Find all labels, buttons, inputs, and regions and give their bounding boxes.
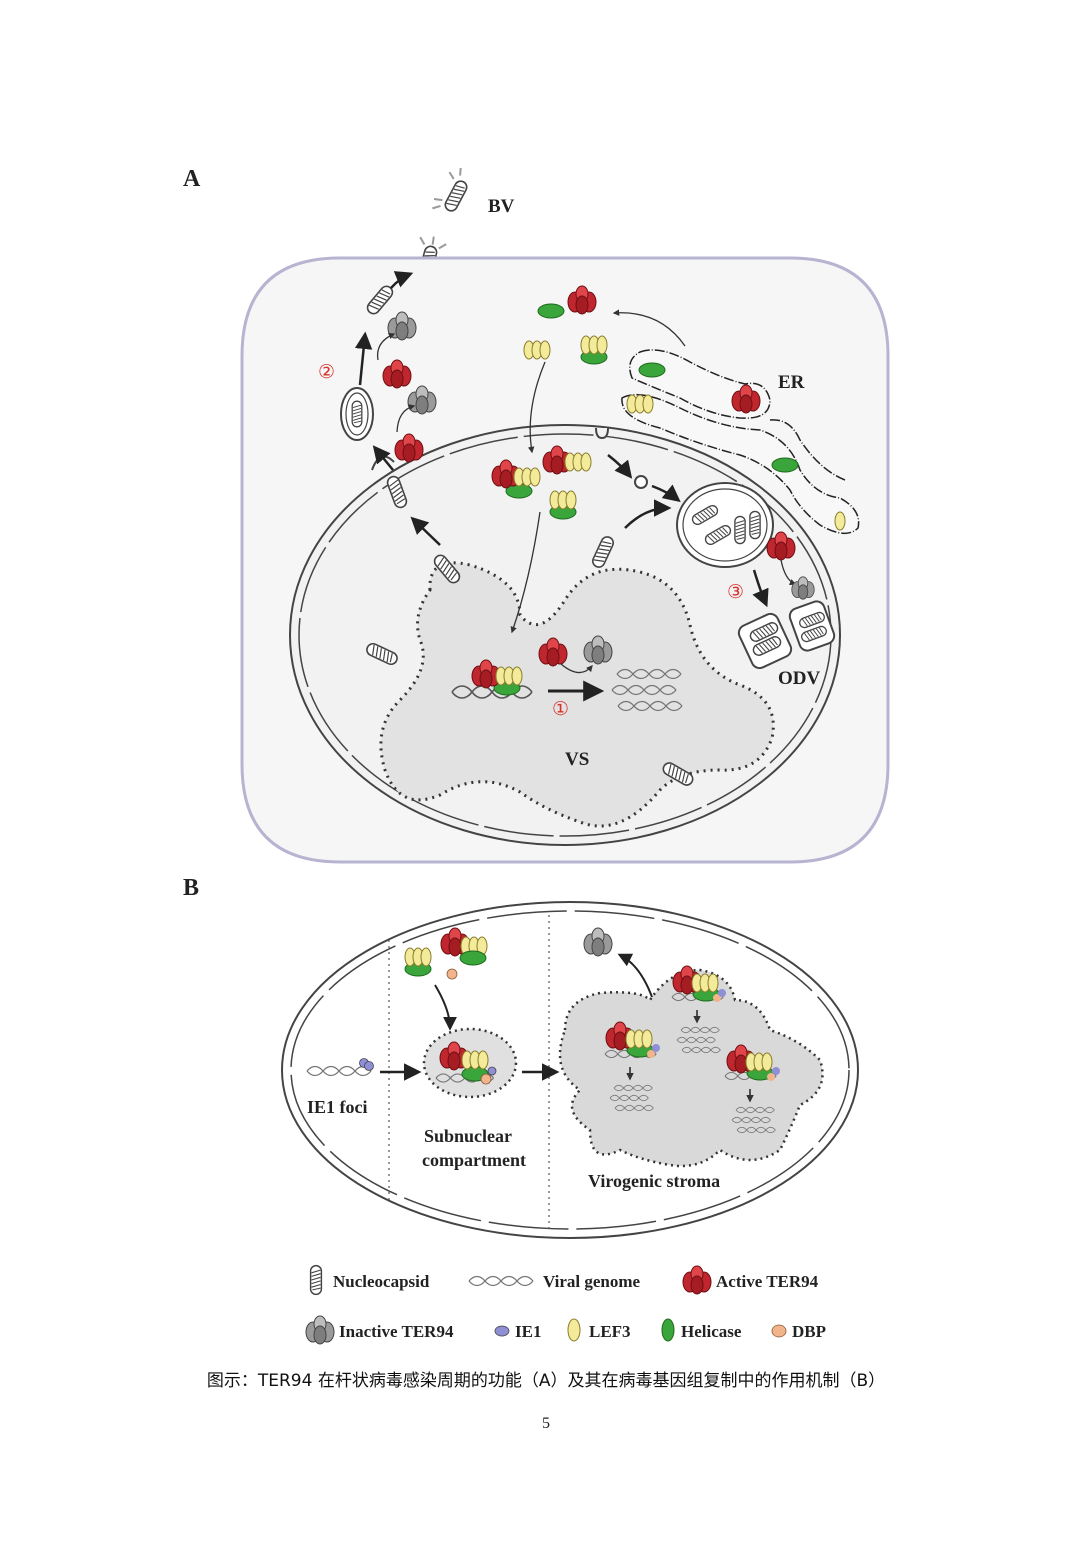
legend-active-ter94: Active TER94 <box>716 1272 819 1291</box>
subnuclear-label-1: Subnuclear <box>424 1126 512 1146</box>
legend-dbp: DBP <box>792 1322 826 1341</box>
bv-pathway <box>340 271 437 471</box>
legend-helicase: Helicase <box>681 1322 742 1341</box>
stroma-complex-1 <box>671 965 726 1054</box>
legend-viral-genome-icon <box>468 1275 534 1287</box>
figure-caption: 图示：TER94 在杆状病毒感染周期的功能（A）及其在病毒基因组复制中的作用机制… <box>206 1371 886 1391</box>
virogenic-stroma-a <box>379 561 775 828</box>
vs-label: VS <box>565 749 589 770</box>
lef3-helicase-cyto <box>580 335 608 365</box>
bv-budding <box>417 236 447 280</box>
helicase-er2 <box>771 457 799 473</box>
subnuclear-label-2: compartment <box>422 1150 526 1170</box>
helicase-er <box>638 362 666 378</box>
virogenic-stroma-label: Virogenic stroma <box>588 1171 720 1191</box>
legend-ie1-icon <box>494 1325 510 1337</box>
vesicle <box>634 475 648 489</box>
subnuclear-complex <box>435 1041 497 1085</box>
legend-nucleocapsid: Nucleocapsid <box>333 1272 430 1291</box>
panel-b-label: B <box>183 875 199 901</box>
legend-inactive-ter94-icon <box>305 1315 335 1345</box>
incoming-proteins-b <box>404 927 488 980</box>
legend-nucleocapsid-icon <box>309 1264 323 1296</box>
step-2-label: ② <box>318 361 335 383</box>
legend-inactive-ter94: Inactive TER94 <box>339 1322 454 1341</box>
helicase-cyto <box>537 303 565 319</box>
nucleus-b-inner <box>290 910 850 1230</box>
legend-lef3-icon <box>567 1318 581 1342</box>
ie1-foci-genome <box>306 1058 374 1077</box>
virogenic-stroma-b <box>558 968 824 1168</box>
page-number: 5 <box>542 1415 550 1432</box>
odv-label: ODV <box>778 668 821 689</box>
panel-a-label: A <box>183 166 201 192</box>
legend-viral-genome: Viral genome <box>543 1272 641 1291</box>
lef3-er2 <box>834 511 846 531</box>
odv-particles <box>737 600 836 670</box>
legend-dbp-icon <box>771 1324 787 1338</box>
legend-lef3: LEF3 <box>589 1322 631 1341</box>
stroma-complex-3 <box>724 1044 780 1134</box>
lef3-helicase-pair <box>549 490 577 520</box>
legend-helicase-icon <box>661 1318 675 1342</box>
ie1-foci-label: IE1 foci <box>307 1097 368 1117</box>
bv-particle-top <box>432 167 470 214</box>
legend-ie1: IE1 <box>515 1322 541 1341</box>
step-1-label: ① <box>552 698 569 720</box>
lef3-er <box>626 394 654 414</box>
legend: Nucleocapsid Viral genome Active TER94 I… <box>305 1264 826 1345</box>
lef3-cyto <box>523 340 551 360</box>
legend-active-ter94-icon <box>682 1265 712 1295</box>
er-label: ER <box>778 372 805 393</box>
bv-label: BV <box>488 196 515 217</box>
step-3-label: ③ <box>727 581 744 603</box>
stroma-complex-2 <box>604 1021 660 1112</box>
